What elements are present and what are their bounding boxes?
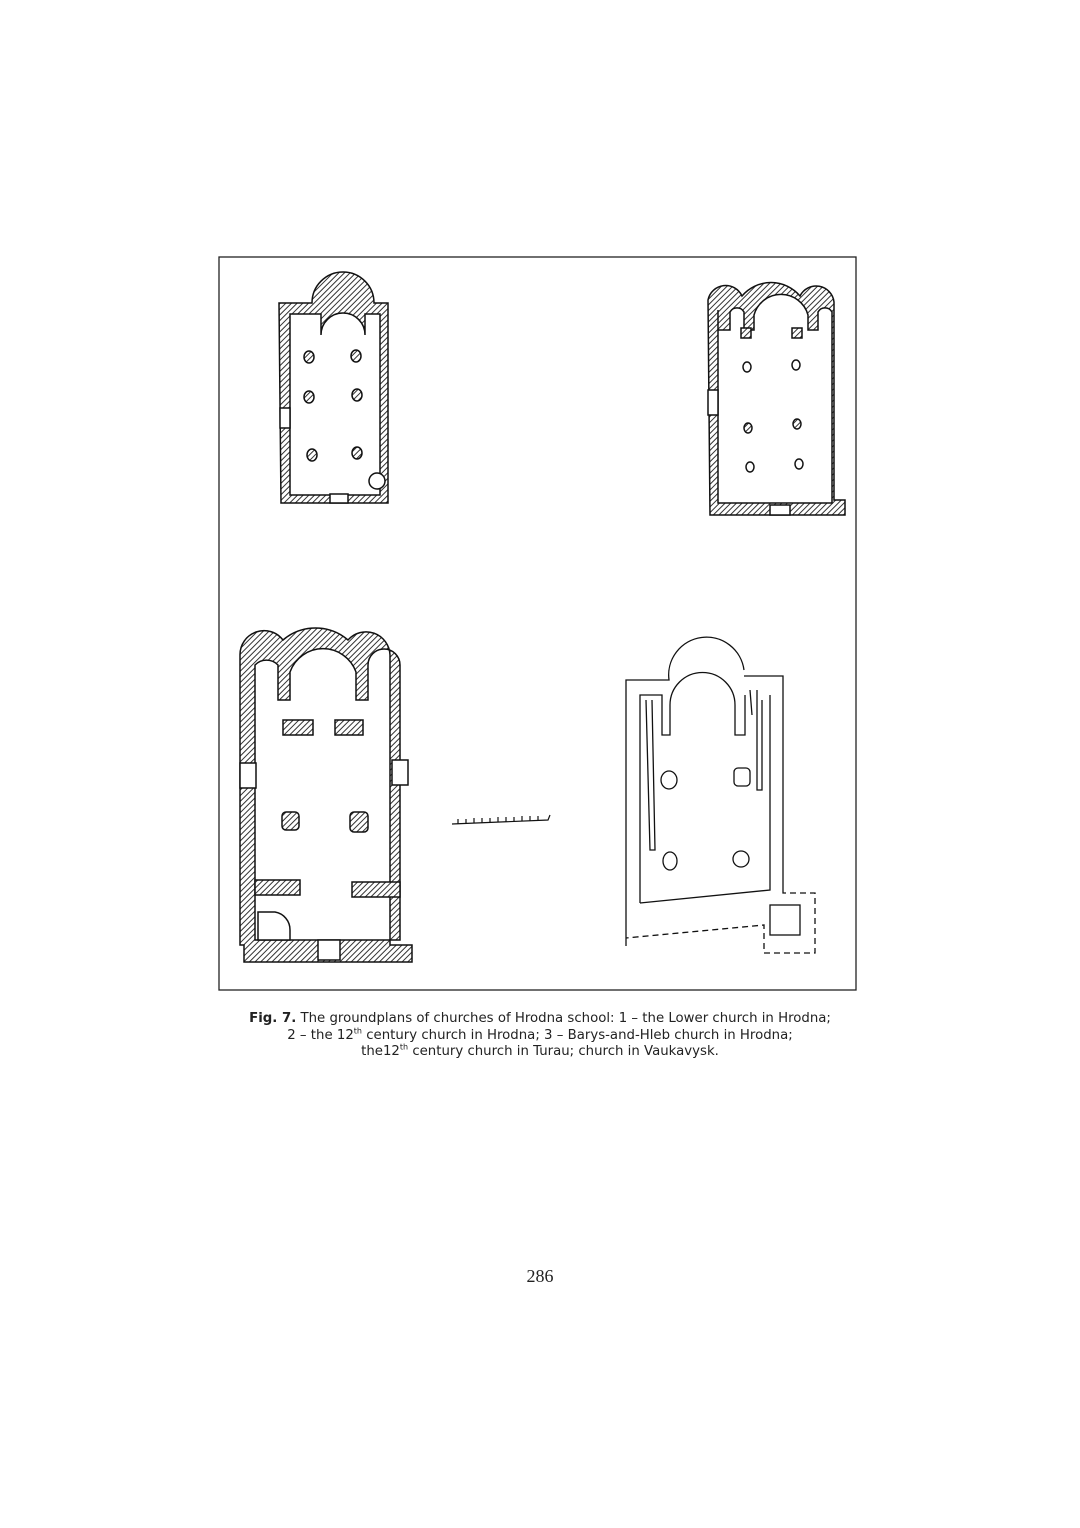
caption-text-2a: 2 – the 12 — [287, 1027, 354, 1043]
page-number: 286 — [526, 1266, 554, 1286]
plan-lower-church-hrodna — [278, 271, 389, 504]
caption-text-1: The groundplans of churches of Hrodna sc… — [296, 1011, 831, 1026]
plan-vaukavysk-church — [625, 636, 816, 954]
plan-12th-century-church-hrodna — [707, 281, 846, 516]
caption-line-1: Fig. 7. The groundplans of churches of H… — [190, 1011, 890, 1028]
caption-text-3a: the12 — [361, 1044, 400, 1059]
figure-frame — [218, 256, 857, 991]
scale-bar — [451, 814, 551, 825]
caption-text-2b: century church in Hrodna; 3 – Barys-and-… — [362, 1027, 793, 1043]
caption-sup-3: th — [399, 1042, 409, 1052]
figure-caption: Fig. 7. The groundplans of churches of H… — [190, 1011, 890, 1061]
caption-label: Fig. 7. — [249, 1011, 297, 1026]
plan-barys-and-hleb-church — [239, 627, 413, 963]
caption-line-3: the12th century church in Turau; church … — [190, 1042, 890, 1061]
caption-sup-2: th — [353, 1026, 362, 1036]
caption-text-3b: century church in Turau; church in Vauka… — [408, 1044, 719, 1059]
caption-line-2: 2 – the 12th century church in Hrodna; 3… — [190, 1026, 890, 1045]
